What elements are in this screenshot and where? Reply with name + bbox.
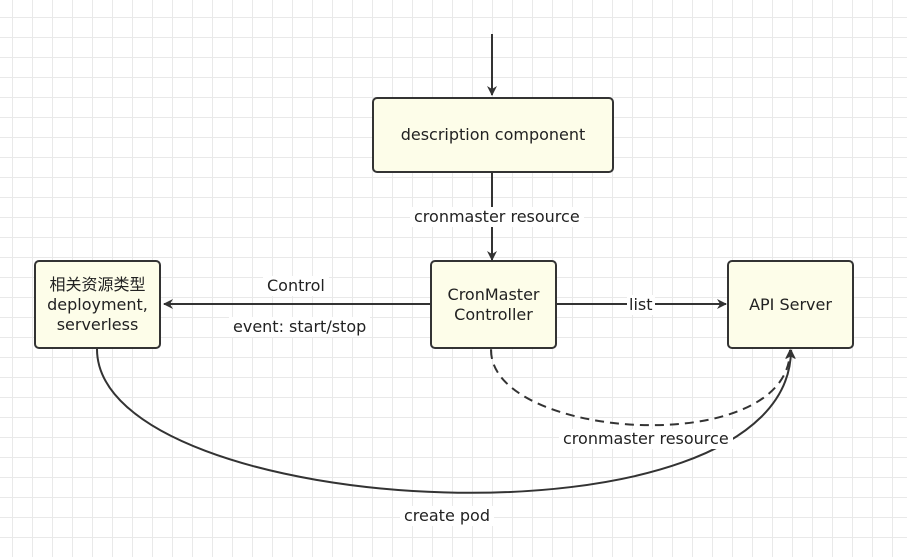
event-start-stop-label: event: start/stop (229, 317, 371, 337)
list-label: list (627, 295, 655, 315)
resources-to-api-edge (96, 348, 796, 494)
controller-label-line1: CronMaster (447, 284, 540, 304)
description-component-node: description component (372, 97, 614, 173)
desc-to-controller-label: cronmaster resource (410, 207, 584, 227)
resource-types-label-line1: 相关资源类型 (49, 274, 146, 294)
api-server-label: API Server (749, 294, 832, 314)
api-controller-dashed-edge (485, 340, 795, 427)
control-label: Control (263, 276, 329, 296)
resource-types-node: 相关资源类型 deployment, serverless (34, 260, 161, 349)
cronmaster-controller-node: CronMaster Controller (430, 260, 557, 349)
description-component-label: description component (400, 125, 586, 144)
resource-types-label-line2: deployment, (47, 294, 148, 314)
create-pod-label: create pod (400, 506, 494, 526)
api-server-node: API Server (727, 260, 854, 349)
resource-types-label-line3: serverless (56, 314, 139, 334)
controller-label-line2: Controller (454, 304, 533, 324)
api-to-controller-label: cronmaster resource (559, 429, 733, 449)
